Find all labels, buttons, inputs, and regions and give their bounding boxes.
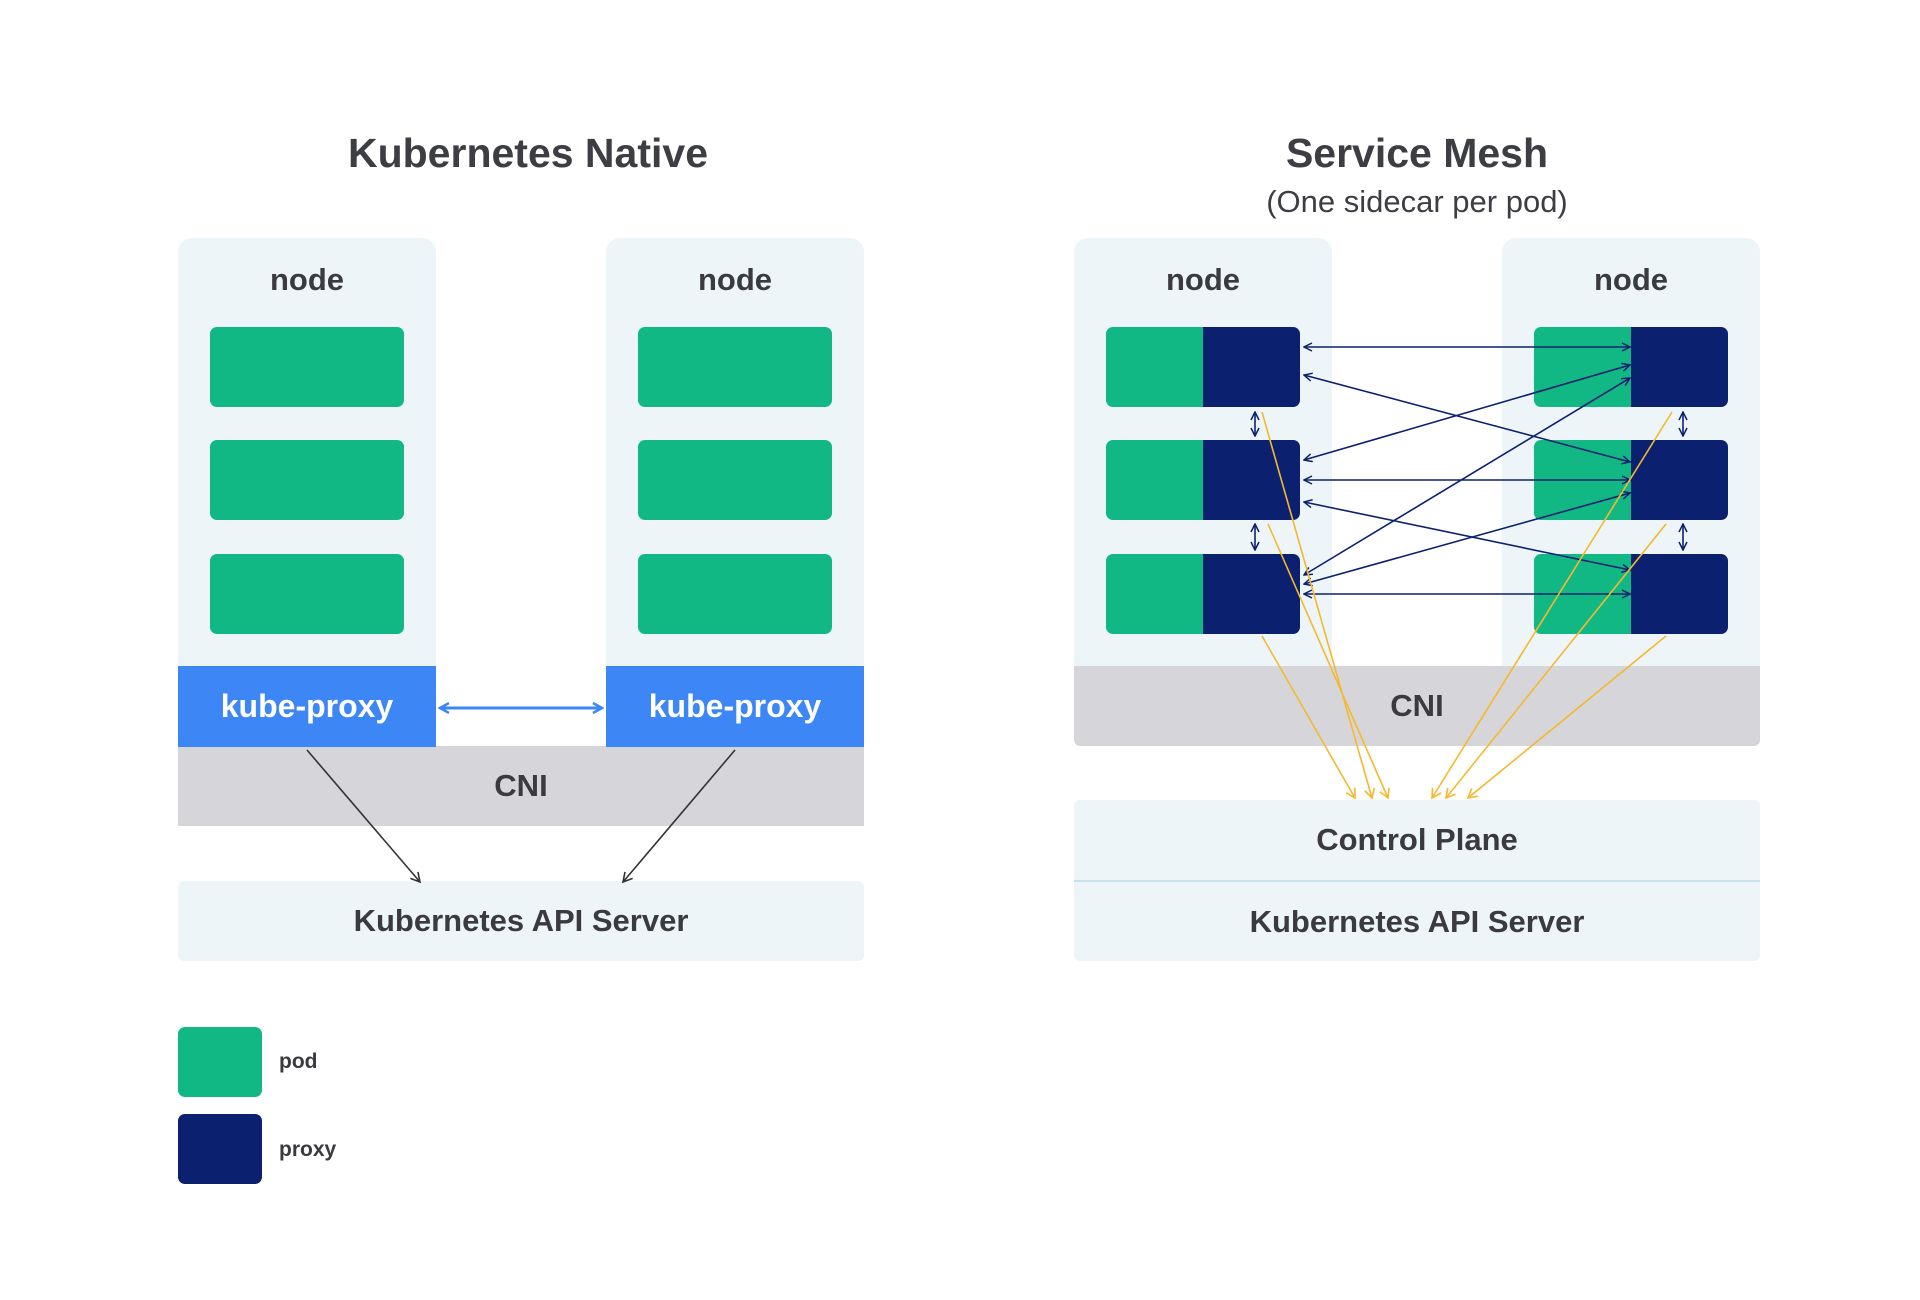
- proxy-segment: [1203, 554, 1300, 634]
- left-node-2-pod-1: [638, 327, 832, 407]
- right-node-1-pod-1: [1106, 327, 1300, 407]
- pod-segment: [1106, 440, 1203, 520]
- right-title: Service Mesh: [1285, 130, 1549, 176]
- mesh-arrow: [1304, 493, 1630, 584]
- control-plane-arrow: [1267, 523, 1390, 800]
- left-kube-proxy-1: kube-proxy: [178, 666, 436, 747]
- control-plane-arrow: [1431, 411, 1673, 800]
- left-node-1-pod-3: [210, 554, 404, 634]
- pod-segment: [1106, 554, 1203, 634]
- left-cni-label: CNI: [494, 768, 548, 803]
- left-node-2-pod-3: [638, 554, 832, 634]
- legend-proxy-swatch: [178, 1114, 262, 1184]
- right-cni-label: CNI: [1390, 688, 1444, 723]
- api-arrow-2: [621, 749, 736, 884]
- right-node-1-label: node: [1165, 262, 1241, 297]
- left-cni-layer: CNI: [178, 746, 864, 826]
- left-title: Kubernetes Native: [347, 130, 708, 176]
- control-plane-arrow: [1444, 523, 1667, 800]
- left-api-server: Kubernetes API Server: [178, 881, 864, 961]
- proxy-segment: [1631, 327, 1728, 407]
- control-plane-arrow: [1466, 635, 1667, 800]
- mesh-arrow: [1304, 502, 1630, 570]
- proxy-segment: [1203, 440, 1300, 520]
- right-api-server: Kubernetes API Server: [1074, 882, 1760, 961]
- right-cni-layer: CNI: [1074, 666, 1760, 746]
- legend-pod-swatch: [178, 1027, 262, 1097]
- right-node-1-pod-3: [1106, 554, 1300, 634]
- proxy-segment: [1203, 327, 1300, 407]
- right-subtitle: (One sidecar per pod): [1266, 184, 1568, 219]
- left-node-2-pod-2: [638, 440, 832, 520]
- mesh-arrow: [1304, 378, 1630, 575]
- left-node-1-label: node: [269, 262, 345, 297]
- pod-segment: [1106, 327, 1203, 407]
- mesh-arrow: [1304, 365, 1630, 460]
- left-node-1-pod-1: [210, 327, 404, 407]
- legend-proxy-label: proxy: [279, 1138, 337, 1161]
- left-node-2-label: node: [697, 262, 773, 297]
- legend-pod-label: pod: [279, 1050, 318, 1073]
- right-control-plane: Control Plane: [1074, 800, 1760, 880]
- proxy-segment: [1631, 554, 1728, 634]
- right-divider: [1074, 880, 1760, 882]
- api-arrow-1: [306, 749, 422, 884]
- mesh-arrow: [1304, 375, 1630, 462]
- left-kube-proxy-2: kube-proxy: [606, 666, 864, 747]
- right-node-1-pod-2: [1106, 440, 1300, 520]
- left-node-1-pod-2: [210, 440, 404, 520]
- control-plane-arrow: [1261, 635, 1356, 800]
- right-node-2-label: node: [1593, 262, 1669, 297]
- control-plane-arrow: [1261, 411, 1376, 800]
